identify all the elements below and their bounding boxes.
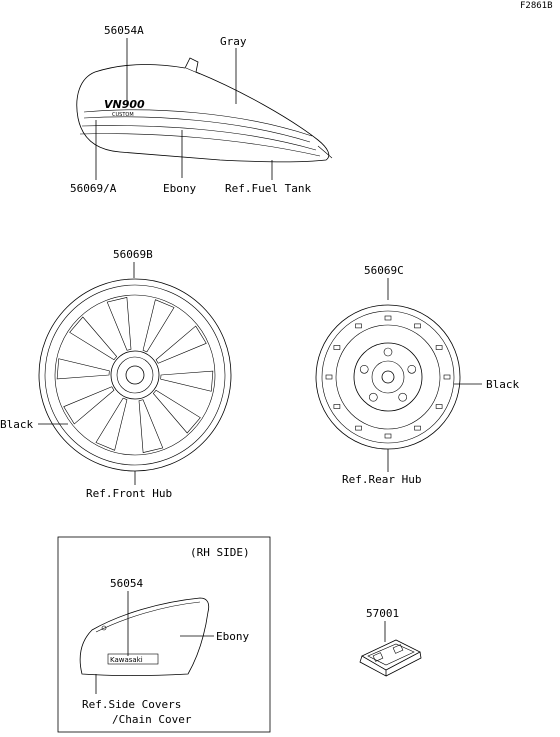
label-ref-side-covers: Ref.Side Covers xyxy=(82,698,181,711)
label-color-gray: Gray xyxy=(220,35,247,48)
label-part-56069B: 56069B xyxy=(113,248,153,261)
rear-rim-bolt xyxy=(414,323,421,329)
front-spoke xyxy=(160,370,214,392)
rear-rim-bolt xyxy=(325,374,333,380)
rear-rim-bolt xyxy=(333,345,341,350)
tank-model-badge: VN900 xyxy=(104,98,145,111)
label-color-black-front: Black xyxy=(0,418,33,431)
rear-rim-bolt xyxy=(355,323,362,329)
label-part-57001: 57001 xyxy=(366,607,399,620)
front-spoke xyxy=(69,316,118,361)
rear-rim-bolt xyxy=(355,425,362,431)
front-spoke xyxy=(95,397,128,451)
fuel-tank-illustration: VN900 CUSTOM xyxy=(76,57,333,163)
rear-rim-bolt xyxy=(384,315,392,321)
rear-hub-hole xyxy=(398,392,407,402)
rear-rim-bolt xyxy=(333,404,341,409)
front-spoke xyxy=(152,389,201,434)
label-color-black-rear: Black xyxy=(486,378,519,391)
rear-rim-bolt xyxy=(435,404,443,409)
clip-illustration xyxy=(359,639,422,677)
front-spoke xyxy=(142,299,175,353)
label-ref-fuel-tank: Ref.Fuel Tank xyxy=(225,182,311,195)
figure-code: F2861B xyxy=(520,1,553,11)
label-part-56054: 56054 xyxy=(110,577,143,590)
front-spoke xyxy=(138,399,164,453)
rear-rim-bolt xyxy=(435,345,443,350)
side-cover-box xyxy=(57,536,271,733)
rear-rim-bolt xyxy=(414,425,421,431)
label-color-ebony-tank: Ebony xyxy=(163,182,196,195)
front-spoke xyxy=(63,386,115,425)
side-cover-illustration: Kawasaki xyxy=(79,597,210,676)
rear-hub-hole xyxy=(407,364,417,374)
label-ref-front-hub: Ref.Front Hub xyxy=(86,487,172,500)
front-spoke xyxy=(155,325,207,364)
label-ref-chain-cover: /Chain Cover xyxy=(112,713,192,726)
side-cover-emblem: Kawasaki xyxy=(110,656,143,664)
tank-sub-badge: CUSTOM xyxy=(112,112,134,118)
rear-wheel-illustration xyxy=(315,304,461,450)
label-ref-rear-hub: Ref.Rear Hub xyxy=(342,473,421,486)
label-color-ebony-cover: Ebony xyxy=(216,630,249,643)
rear-rim-bolt xyxy=(443,374,451,380)
rear-hub-hole xyxy=(369,392,378,402)
rear-hub-hole xyxy=(359,364,369,374)
front-wheel-spokes xyxy=(56,297,214,453)
rear-rim-bolt xyxy=(384,433,392,439)
front-spoke xyxy=(106,297,132,351)
label-part-56069A: 56069/A xyxy=(70,182,117,195)
front-spoke xyxy=(56,358,110,380)
front-wheel-illustration xyxy=(38,278,232,472)
rear-wheel-bolts xyxy=(325,315,451,439)
label-part-56054A: 56054A xyxy=(104,24,144,37)
label-rh-side: (RH SIDE) xyxy=(190,546,250,559)
rear-hub-hole xyxy=(383,347,393,357)
label-part-56069C: 56069C xyxy=(364,264,404,277)
